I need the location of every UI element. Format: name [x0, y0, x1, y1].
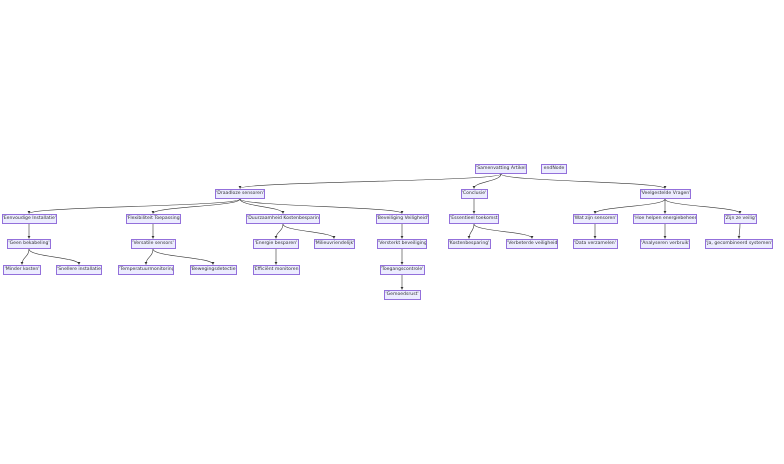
edge-zijnveilig-ja	[737, 223, 741, 239]
node-beveiliging-veiligheid: 'Beveiliging Veiligheid'	[375, 214, 429, 224]
node-ja-gecombineerd-systemen: 'Ja, gecombineerd systemen'	[705, 239, 773, 249]
edge-draadloze-beveiliging	[239, 198, 404, 214]
node-hoe-helpen-energiebeheer: 'Hoe helpen energiebeheer'	[633, 214, 697, 224]
node-milieuvriendelijk: 'Milieuvriendelijk'	[313, 239, 355, 249]
node-draadloze-sensoren: 'Draadloze sensoren'	[215, 189, 265, 199]
node-veelgestelde-vragen: 'Veelgestelde Vragen'	[639, 189, 691, 199]
edge-root-draadloze	[238, 173, 502, 189]
node-samenvatting-artikel: 'Samenvatting Artikel'	[475, 164, 527, 174]
edge-draadloze-duurzaamheid	[239, 198, 285, 214]
node-eenvoudige-installatie: 'Eenvoudige Installatie'	[1, 214, 57, 224]
edge-bekabeling-snellere	[28, 248, 81, 265]
node-flexibiliteit-toepassing: 'Flexibiliteit Toepassing'	[125, 214, 181, 224]
edge-duurzaamheid-energiebesparen	[274, 223, 284, 239]
edge-draadloze-eenvoudige	[27, 198, 241, 214]
edge-root-vragen	[500, 173, 667, 189]
edge-root-conclusie	[472, 173, 502, 189]
node-snellere-installatie: 'Snellere installatie'	[56, 265, 102, 275]
edge-vragen-watzijn	[593, 198, 666, 214]
node-energie-besparen: 'Energie besparen'	[253, 239, 299, 249]
node-gemoedsrust: 'Gemoedsrust'	[383, 290, 421, 300]
node-kostenbesparing: 'Kostenbesparing'	[447, 239, 491, 249]
edge-duurzaamheid-milieu	[282, 223, 336, 239]
edge-essentieel-verbeterde	[473, 223, 534, 239]
node-temperatuurmonitoring: 'Temperatuurmonitoring'	[118, 265, 174, 275]
node-toegangscontrole: 'Toegangscontrole'	[379, 265, 425, 275]
node-zijn-ze-veilig: 'Zijn ze veilig'	[723, 214, 757, 224]
node-versterkt-beveiliging: 'Versterkt beveiliging'	[377, 239, 427, 249]
node-conclusie: 'Conclusie'	[460, 189, 488, 199]
edge-bekabeling-minder	[20, 248, 30, 265]
node-versatile-sensors: 'Versatile sensors'	[130, 239, 176, 249]
edge-essentieel-kosten	[467, 223, 475, 239]
node-duurzaamheid-kostenbesparing: 'Duurzaamheid Kostenbesparing'	[246, 214, 320, 224]
node-end: endNode	[541, 164, 567, 174]
node-analyseren-verbruik: 'Analyseren verbruik'	[640, 239, 690, 249]
edge-versatile-beweging	[152, 248, 215, 265]
node-minder-kosten: 'Minder kosten'	[3, 265, 41, 275]
node-geen-bekabeling: 'Geen bekabeling'	[7, 239, 51, 249]
node-wat-zijn-sensoren: 'Wat zijn sensoren'	[572, 214, 618, 224]
edge-draadloze-flexibiliteit	[151, 198, 241, 214]
node-essentieel-toekomst: 'Essentieel toekomst'	[449, 214, 499, 224]
node-efficient-monitoren: 'Efficiënt monitoren'	[252, 265, 300, 275]
edge-vragen-zijnveilig	[664, 198, 742, 214]
node-data-verzamelen: 'Data verzamelen'	[572, 239, 618, 249]
node-bewegingsdetectie: 'Bewegingsdetectie'	[189, 265, 237, 275]
node-verbeterde-veiligheid: 'Verbeterde veiligheid'	[506, 239, 558, 249]
edge-versatile-temperatuur	[144, 248, 154, 265]
